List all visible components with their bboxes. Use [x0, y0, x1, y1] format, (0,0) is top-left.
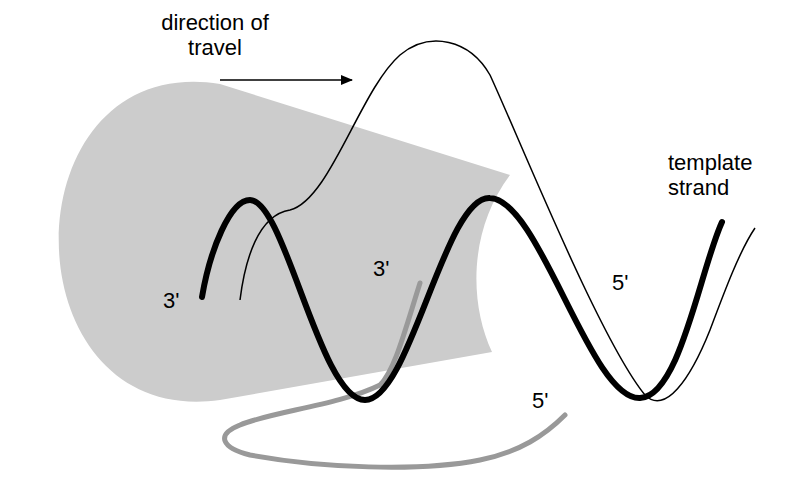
end-label: 3': [373, 256, 389, 281]
polymerase-body: [59, 82, 510, 402]
direction-arrow: [220, 79, 352, 81]
end-label: 3': [163, 288, 179, 313]
end-label: 5': [610, 270, 630, 295]
template-strand: [202, 198, 722, 400]
end-label: 5': [530, 388, 550, 413]
direction-label: direction of travel: [150, 10, 280, 60]
strand-label: template strand: [668, 150, 773, 200]
